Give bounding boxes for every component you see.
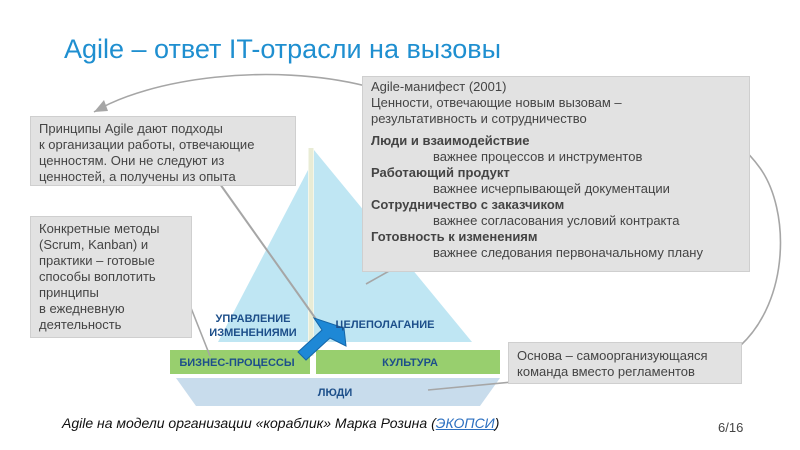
deck-right <box>316 350 500 374</box>
manifesto-box: Agile-манифест (2001) Ценности, отвечающ… <box>362 76 750 272</box>
hull-label: ЛЮДИ <box>317 387 353 399</box>
pointer-principles <box>219 183 329 337</box>
caption-close: ) <box>494 415 500 431</box>
methods-line: Конкретные методы <box>39 221 160 236</box>
sail-left-label-line: ИЗМЕНЕНИЯМИ <box>209 327 297 339</box>
deck-left <box>170 350 310 374</box>
methods-line: практики – готовые <box>39 253 155 268</box>
manifesto-value-title: Люди и взаимодействие <box>371 133 530 148</box>
methods-line: в ежедневную <box>39 301 125 316</box>
basis-box: Основа – самоорганизующаяся команда вмес… <box>508 342 742 384</box>
principles-line: к организации работы, отвечающие <box>39 137 255 152</box>
manifesto-value-sub: важнее исчерпывающей документации <box>433 181 670 196</box>
basis-line: команда вместо регламентов <box>517 364 695 379</box>
manifesto-header: Agile-манифест (2001) <box>371 79 507 94</box>
manifesto-value-title: Работающий продукт <box>371 165 510 180</box>
manifesto-value-sub: важнее процессов и инструментов <box>433 149 643 164</box>
connector-curve-manifesto-principles <box>93 73 367 113</box>
sail-left <box>218 170 308 342</box>
methods-line: (Scrum, Kanban) и <box>39 237 149 252</box>
principles-line: ценностей, а получены из опыта <box>39 169 236 184</box>
methods-line: деятельность <box>39 317 122 332</box>
page-title: Agile – ответ IT-отрасли на вызовы <box>64 34 502 64</box>
methods-box: Конкретные методы (Scrum, Kanban) и прак… <box>30 216 192 338</box>
deck-left-label: БИЗНЕС-ПРОЦЕССЫ <box>179 357 295 369</box>
sail-right-label: ЦЕЛЕПОЛАГАНИЕ <box>335 319 435 331</box>
manifesto-value-title: Сотрудничество с заказчиком <box>371 197 565 212</box>
manifesto-value-sub: важнее следования первоначальному плану <box>433 245 703 260</box>
principles-line: Принципы Agile дают подходы <box>39 121 223 136</box>
deck-right-label: КУЛЬТУРА <box>382 357 438 369</box>
basis-line: Основа – самоорганизующаяся <box>517 348 708 363</box>
pointer-basis <box>427 381 513 391</box>
methods-line: принципы <box>39 285 99 300</box>
caption-text: Agile на модели организации «кораблик» М… <box>62 415 436 431</box>
manifesto-value-sub: важнее согласования условий контракта <box>433 213 680 228</box>
manifesto-intro: результативность и сотрудничество <box>371 111 587 126</box>
manifesto-value-title: Готовность к изменениям <box>371 229 538 244</box>
connector-arrowhead-principles <box>94 100 108 112</box>
principles-line: ценностям. Они не следуют из <box>39 153 225 168</box>
hull <box>176 378 500 406</box>
page-number: 6/16 <box>718 420 744 435</box>
sail-left-label: УПРАВЛЕНИЕ ИЗМЕНЕНИЯМИ <box>198 312 308 340</box>
blue-arrow <box>297 317 347 361</box>
caption-link[interactable]: ЭКОПСИ <box>435 415 495 431</box>
caption: Agile на модели организации «кораблик» М… <box>62 415 499 431</box>
sail-left-label-line: УПРАВЛЕНИЕ <box>215 313 291 325</box>
methods-line: способы воплотить <box>39 269 156 284</box>
manifesto-intro: Ценности, отвечающие новым вызовам – <box>371 95 622 110</box>
principles-box: Принципы Agile дают подходы к организаци… <box>30 116 296 186</box>
